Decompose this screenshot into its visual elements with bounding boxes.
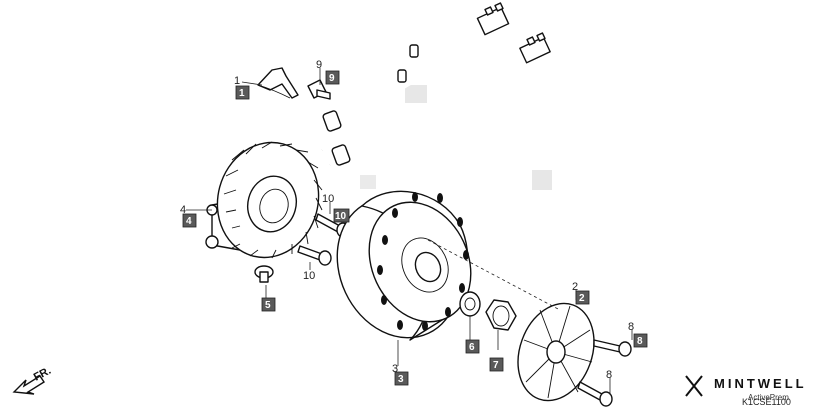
callout-tag: 7 (493, 360, 499, 371)
callout-4: 4 4 (180, 204, 197, 228)
callout-tag: 2 (579, 293, 585, 304)
callout-9: 9 9 (316, 59, 340, 85)
connector-lower (519, 32, 551, 64)
wire-clip (257, 67, 299, 99)
callout-10-upper: 10 10 (322, 193, 350, 223)
brand-logo: MINTWELL ActivePrem (685, 375, 807, 402)
callout-7: 7 (489, 357, 504, 372)
callout-tag: 9 (329, 73, 335, 84)
callout-5: 5 (261, 297, 276, 312)
callout-number: 10 (303, 270, 315, 282)
cooling-fan (517, 302, 595, 402)
callout-number: 2 (572, 281, 578, 293)
direction-label: FR. (32, 365, 53, 384)
bolt-9 (307, 79, 331, 100)
front-arrow-icon (12, 375, 45, 395)
callout-number: 10 (322, 193, 334, 205)
callout-8-lower: 8 (606, 369, 612, 381)
bolt-8-upper (593, 339, 632, 357)
callout-tag: 3 (398, 374, 404, 385)
callout-number: 3 (392, 363, 398, 375)
callout-6: 6 (465, 339, 480, 354)
callout-8-upper: 8 8 (628, 321, 648, 348)
wire-harness (320, 2, 551, 167)
bolt-5 (254, 265, 274, 283)
front-direction-indicator: FR. (12, 365, 53, 395)
washer-6 (459, 291, 481, 317)
callout-3: 3 3 (392, 363, 409, 386)
callout-2: 2 2 (572, 281, 590, 305)
callout-number: 9 (316, 59, 322, 71)
callout-tag: 1 (239, 88, 245, 99)
callout-number: 4 (180, 204, 186, 216)
callout-tag: 5 (265, 300, 271, 311)
callout-tag: 6 (469, 342, 475, 353)
callout-number: 8 (606, 369, 612, 381)
callout-number: 1 (234, 75, 240, 87)
nut-7 (485, 299, 517, 331)
brand-name: MINTWELL (714, 376, 807, 391)
watermark-text: ActivePrem (748, 393, 789, 402)
leader-lines (186, 68, 633, 395)
bolt-8-lower (577, 381, 613, 407)
flywheel (336, 190, 472, 341)
stator (205, 141, 323, 259)
diagram-code: K1CSE1100 (742, 397, 791, 407)
callout-tag: 8 (637, 336, 643, 347)
callout-tag: 10 (335, 211, 347, 222)
callout-tag: 4 (186, 216, 192, 227)
bolt-10-lower (297, 245, 332, 266)
callout-1: 1 1 (234, 75, 250, 100)
connector-upper (476, 2, 510, 36)
callout-10-lower: 10 (303, 270, 315, 282)
brand-mark-icon (685, 375, 703, 397)
shading (360, 85, 552, 190)
callout-number: 8 (628, 321, 634, 333)
